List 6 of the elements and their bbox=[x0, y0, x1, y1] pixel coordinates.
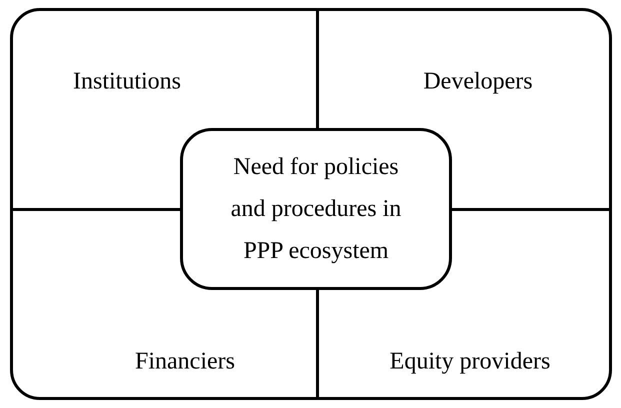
center-box bbox=[180, 128, 452, 290]
quadrant-label: Equity providers bbox=[390, 348, 550, 376]
quadrant-label: Developers bbox=[423, 68, 533, 96]
quadrant-label: Financiers bbox=[135, 348, 235, 376]
center-text: Need for policies and procedures in PPP ecosystem bbox=[230, 153, 402, 266]
quadrant-label: Institutions bbox=[73, 68, 181, 96]
